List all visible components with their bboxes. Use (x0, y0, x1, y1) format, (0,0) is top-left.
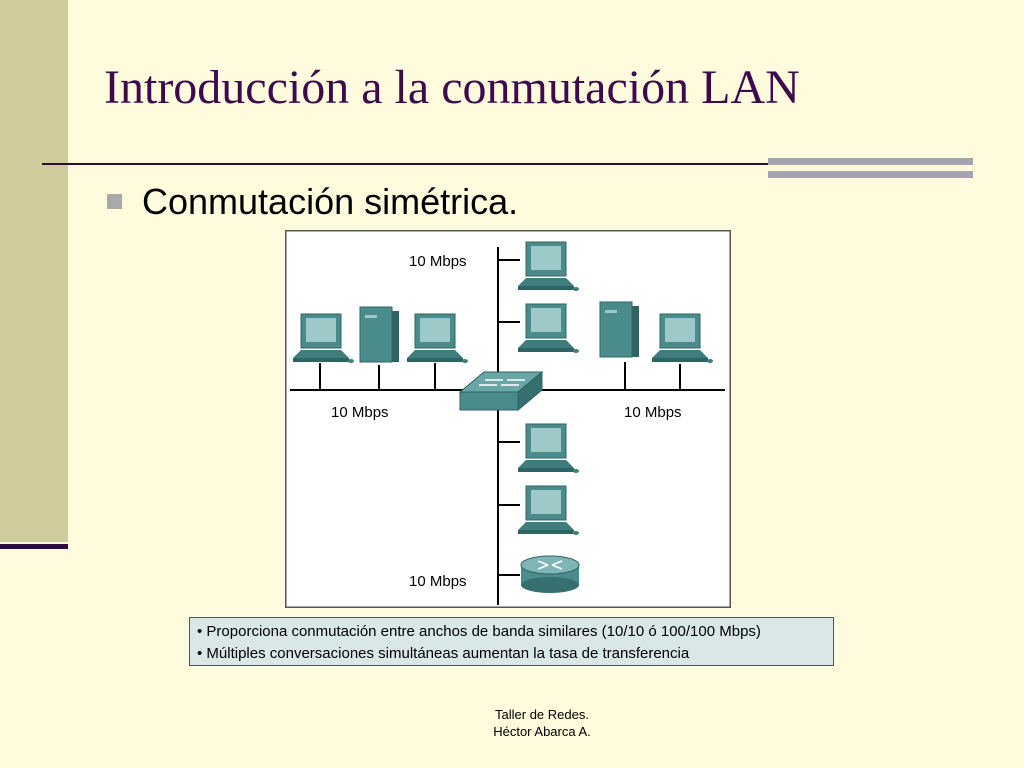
footer-course: Taller de Redes. (495, 707, 589, 722)
footer-author: Héctor Abarca A. (493, 724, 591, 739)
switch-icon (458, 370, 544, 412)
notes-box: • Proporciona conmutación entre anchos d… (189, 617, 834, 666)
decor-bar-bottom (768, 171, 973, 178)
side-band (0, 0, 68, 542)
bullet-square-icon (107, 194, 122, 209)
footer: Taller de Redes. Héctor Abarca A. (442, 706, 642, 740)
slide-title: Introducción a la conmutación LAN (104, 61, 800, 114)
server-left-icon (359, 306, 400, 363)
label-bottom-bandwidth: 10 Mbps (409, 573, 467, 590)
decor-bar-top (768, 158, 973, 165)
router-icon (520, 555, 580, 593)
network-diagram: 10 Mbps 10 Mbps 10 Mbps 10 Mbps (285, 230, 731, 608)
bullet-text: Conmutación simétrica. (142, 181, 519, 222)
side-accent-line (0, 544, 68, 549)
label-right-bandwidth: 10 Mbps (624, 404, 682, 421)
title-underline (42, 163, 770, 165)
note-item: • Proporciona conmutación entre anchos d… (197, 623, 761, 640)
server-right-icon (599, 301, 640, 358)
label-top-bandwidth: 10 Mbps (409, 253, 467, 270)
note-item: • Múltiples conversaciones simultáneas a… (197, 645, 690, 662)
label-left-bandwidth: 10 Mbps (331, 404, 389, 421)
